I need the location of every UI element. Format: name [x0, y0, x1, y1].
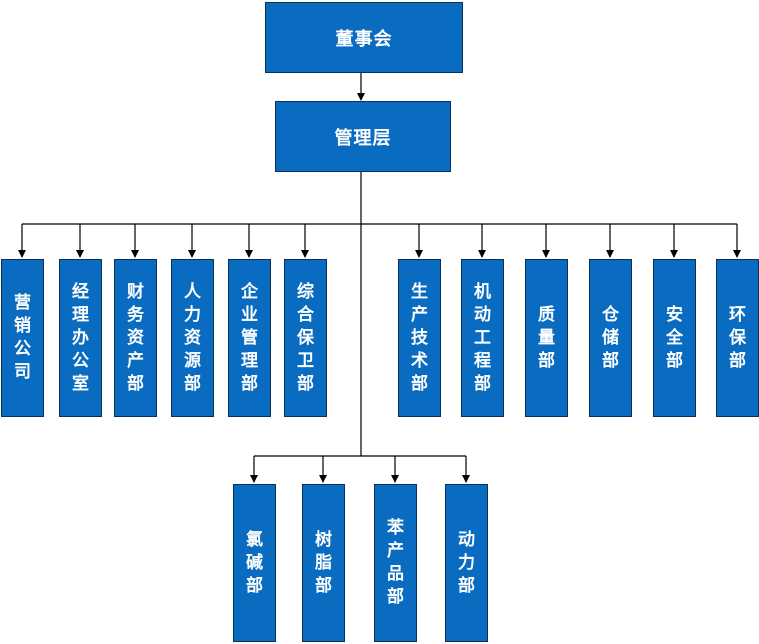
dept-left-2-box: 经理办公室: [59, 259, 102, 417]
dept-left-3-label: 财务资产部: [127, 281, 144, 394]
dept-right-1-label: 生产技术部: [411, 281, 428, 394]
management-label: 管理层: [334, 127, 392, 149]
dept-right-2-box: 机动工程部: [461, 259, 504, 417]
dept-bottom-1-label: 氯碱部: [246, 529, 263, 596]
dept-right-2-label: 机动工程部: [474, 281, 491, 394]
dept-right-4-box: 仓储部: [589, 259, 632, 417]
dept-bottom-4-box: 动力部: [445, 484, 488, 642]
dept-left-4-box: 人力资源部: [171, 259, 214, 417]
board-of-directors-box: 董事会: [265, 2, 463, 73]
dept-left-1-box: 营销公司: [1, 259, 44, 417]
dept-right-3-label: 质量部: [538, 304, 555, 371]
board-of-directors-label: 董事会: [335, 28, 393, 50]
dept-right-5-label: 安全部: [666, 304, 683, 371]
dept-left-1-label: 营销公司: [14, 293, 31, 382]
dept-right-5-box: 安全部: [653, 259, 696, 417]
dept-left-2-label: 经理办公室: [72, 281, 89, 394]
dept-left-6-label: 综合保卫部: [297, 281, 314, 394]
dept-right-1-box: 生产技术部: [398, 259, 441, 417]
dept-bottom-2-box: 树脂部: [302, 484, 345, 642]
dept-right-6-label: 环保部: [729, 304, 746, 371]
dept-left-3-box: 财务资产部: [114, 259, 157, 417]
dept-bottom-3-box: 苯产品部: [374, 484, 417, 642]
dept-left-6-box: 综合保卫部: [284, 259, 327, 417]
management-box: 管理层: [275, 101, 451, 172]
dept-bottom-4-label: 动力部: [458, 529, 475, 596]
dept-right-6-box: 环保部: [716, 259, 759, 417]
dept-bottom-2-label: 树脂部: [315, 529, 332, 596]
dept-right-3-box: 质量部: [525, 259, 568, 417]
dept-bottom-3-label: 苯产品部: [387, 518, 404, 607]
dept-left-4-label: 人力资源部: [184, 281, 201, 394]
dept-bottom-1-box: 氯碱部: [233, 484, 276, 642]
dept-left-5-box: 企业管理部: [228, 259, 271, 417]
dept-right-4-label: 仓储部: [602, 304, 619, 371]
dept-left-5-label: 企业管理部: [241, 281, 258, 394]
